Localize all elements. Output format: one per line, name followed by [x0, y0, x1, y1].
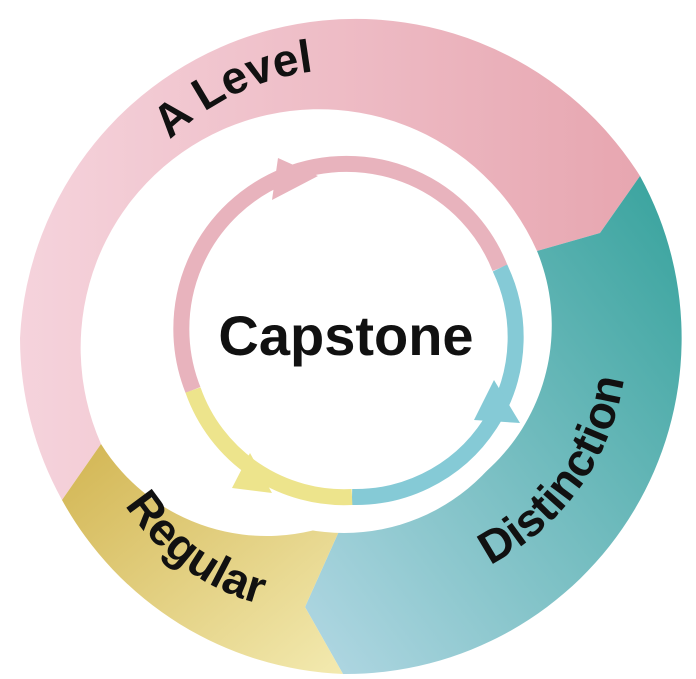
inner-arrow-yellow	[232, 453, 272, 493]
inner-disk	[149, 143, 539, 533]
inner-ring-teal	[351, 264, 524, 506]
center-label: Capstone	[218, 304, 473, 367]
inner-arrow-pink	[272, 158, 318, 200]
segment-regular	[62, 444, 344, 674]
segment-a-level	[20, 18, 640, 500]
segment-distinction	[305, 176, 682, 675]
inner-arrow-teal	[474, 380, 520, 423]
